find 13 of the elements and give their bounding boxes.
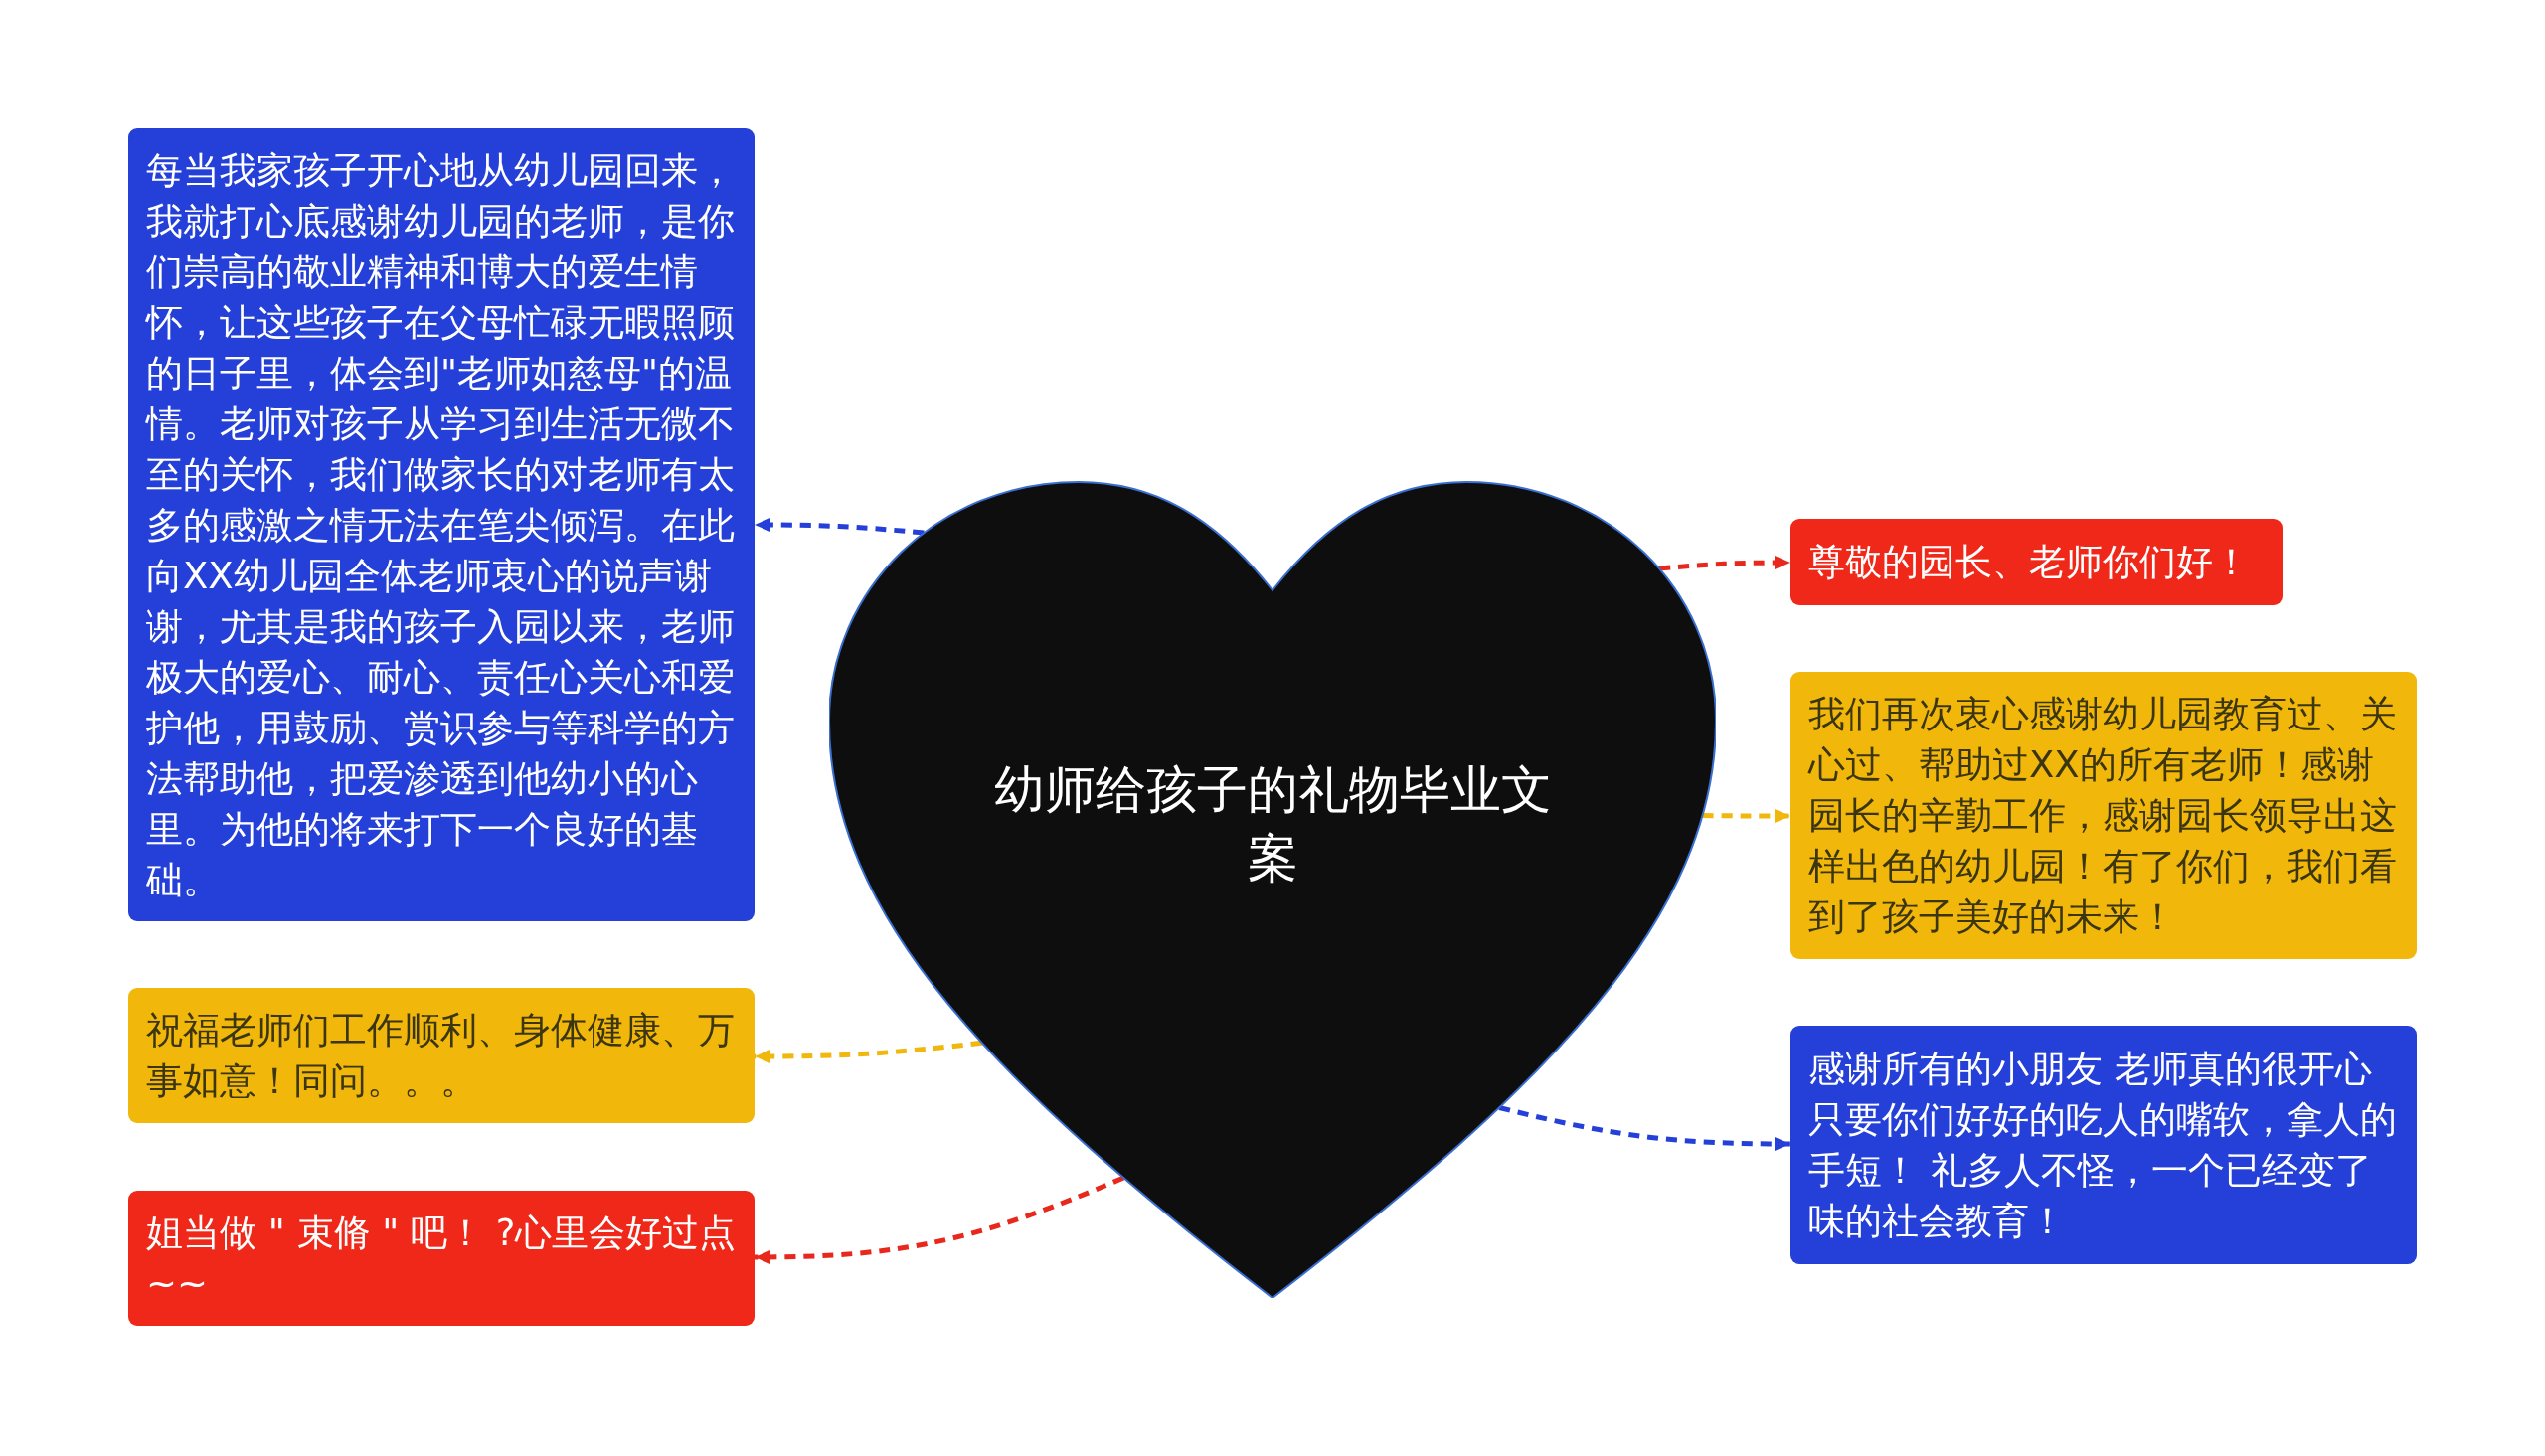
dashed-arrow bbox=[1658, 556, 1790, 571]
text-card: 尊敬的园长、老师你们好！ bbox=[1790, 519, 2283, 605]
dashed-arrow bbox=[1498, 1105, 1790, 1151]
text-card: 姐当做 " 束脩 " 吧！ ?心里会好过点 ~~ bbox=[128, 1191, 755, 1326]
text-card: 祝福老师们工作顺利、身体健康、万事如意！同问。。。 bbox=[128, 988, 755, 1123]
heart-shape: 幼师给孩子的礼物毕业文案 bbox=[829, 480, 1716, 1298]
dashed-arrow bbox=[755, 518, 925, 536]
dashed-arrow bbox=[754, 1175, 1125, 1264]
text-card: 每当我家孩子开心地从幼儿园回来，我就打心底感谢幼儿园的老师，是你们崇高的敬业精神和博大的爱生情怀，让这些孩子在父母忙碌无暇照顾的日子里，体会到"老师如慈母"的温情。老师对孩子从学习到生活无微不至的关怀，我们做家长的对老师有太多的感激之情无法在笔尖倾泻。在此向XX幼儿园全体老师衷心的说声谢谢，尤其是我的孩子入园以来，老师极大的爱心、耐心、责任心关心和爱护他，用鼓励、赏识参与等科学的方法帮助他，把爱渗透到他幼小的心里。为他的将来打下一个良好的基础。 bbox=[128, 128, 755, 921]
dashed-arrow bbox=[1702, 809, 1790, 823]
text-card: 我们再次衷心感谢幼儿园教育过、关心过、帮助过XX的所有老师！感谢园长的辛勤工作，感谢园长领导出这样出色的幼儿园！有了你们，我们看到了孩子美好的未来！ bbox=[1790, 672, 2417, 959]
dashed-arrow bbox=[755, 1040, 982, 1063]
text-card: 感谢所有的小朋友 老师真的很开心只要你们好好的吃人的嘴软，拿人的手短！ 礼多人不怪，一个已经变了味的社会教育！ bbox=[1790, 1026, 2417, 1264]
